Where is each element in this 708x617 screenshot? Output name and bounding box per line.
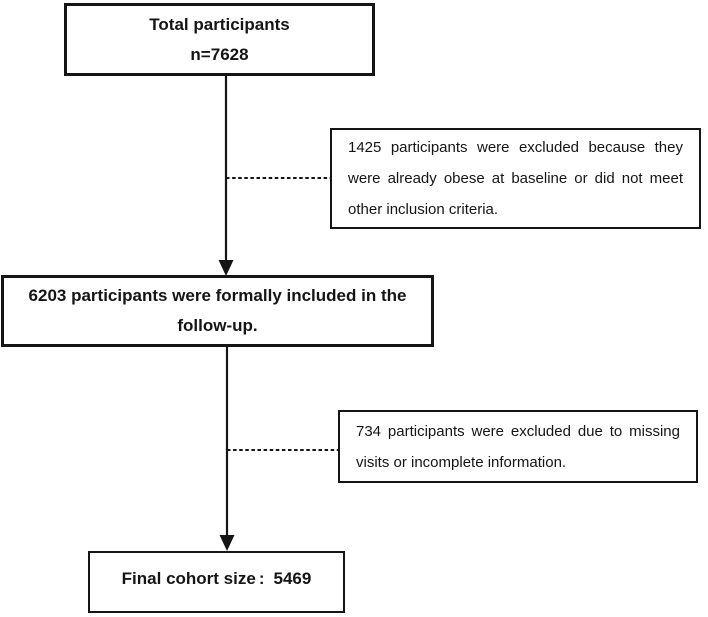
final-cohort-separator: : xyxy=(258,568,265,588)
arrowhead-total-to-included xyxy=(218,260,234,276)
exclusion-1-text: 1425 participants were excluded because … xyxy=(348,139,683,218)
included-text: 6203 participants were formally included… xyxy=(28,286,407,335)
final-cohort-label: Final cohort size xyxy=(121,568,256,588)
final-cohort-line: Final cohort size:5469 xyxy=(122,569,312,589)
total-participants-box: Total participants n=7628 xyxy=(64,3,375,76)
final-cohort-value: 5469 xyxy=(273,568,312,588)
total-participants-count: n=7628 xyxy=(190,44,249,64)
exclusion-box-2: 734 participants were excluded due to mi… xyxy=(338,410,698,483)
final-cohort-box: Final cohort size:5469 xyxy=(88,551,345,613)
total-participants-title: Total participants xyxy=(149,14,290,34)
exclusion-box-1: 1425 participants were excluded because … xyxy=(330,128,701,229)
exclusion-2-text: 734 participants were excluded due to mi… xyxy=(356,422,680,471)
included-box: 6203 participants were formally included… xyxy=(1,275,434,347)
arrowhead-included-to-final xyxy=(219,535,235,551)
